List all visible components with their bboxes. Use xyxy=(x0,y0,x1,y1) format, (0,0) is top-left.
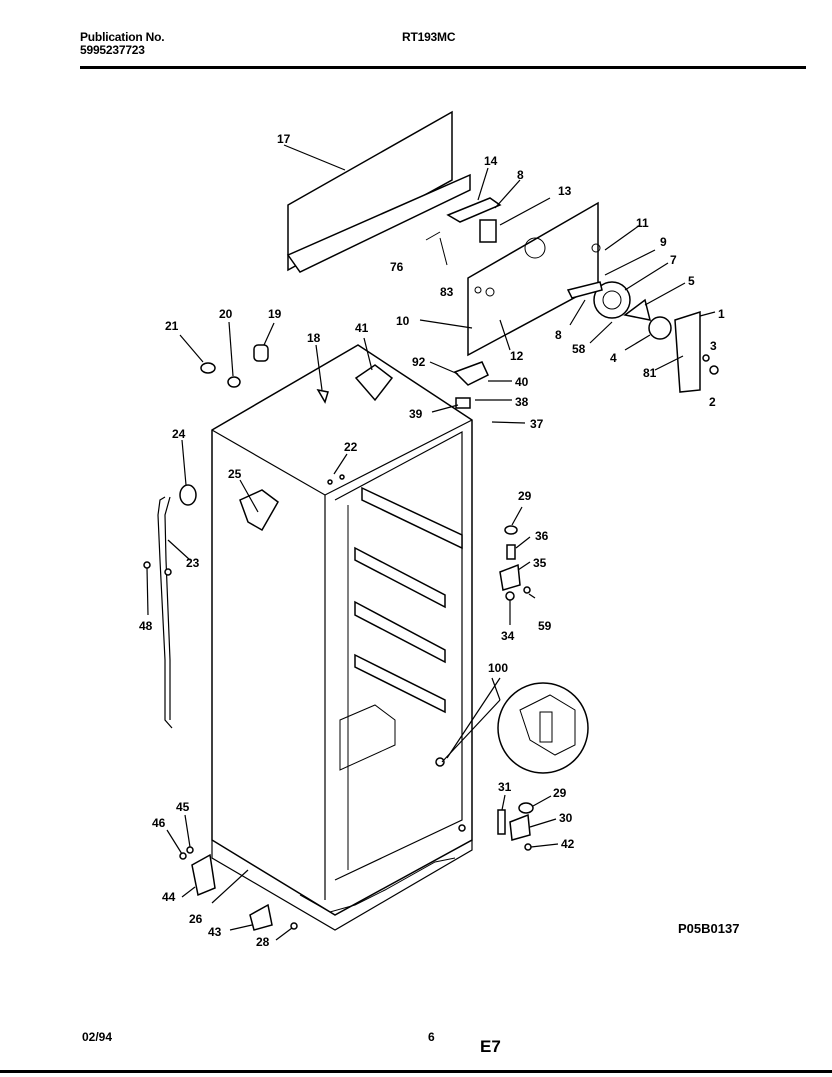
callout-26: 26 xyxy=(189,912,203,926)
callout-42: 42 xyxy=(561,837,575,851)
callout-36: 36 xyxy=(535,529,549,543)
callout-12: 12 xyxy=(510,349,524,363)
section-code: E7 xyxy=(480,1037,501,1056)
callout-46: 46 xyxy=(152,816,166,830)
knob-parts xyxy=(179,321,329,404)
callout-4: 4 xyxy=(610,351,617,365)
callout-1: 1 xyxy=(718,307,725,321)
callout-17: 17 xyxy=(277,132,291,146)
callout-58: 58 xyxy=(572,342,586,356)
publication-label: Publication No. xyxy=(80,30,165,44)
callout-45: 45 xyxy=(176,800,190,814)
leveler-parts xyxy=(166,814,298,941)
detail-bubble xyxy=(441,677,589,774)
callout-8b: 8 xyxy=(555,328,562,342)
callout-81: 81 xyxy=(643,366,657,380)
footer-rule xyxy=(0,1070,832,1073)
callout-30: 30 xyxy=(559,811,573,825)
callout-24: 24 xyxy=(172,427,186,441)
callout-83: 83 xyxy=(440,285,454,299)
callout-9: 9 xyxy=(660,235,667,249)
callout-18: 18 xyxy=(307,331,321,345)
callout-10: 10 xyxy=(396,314,410,328)
wrap-parts xyxy=(239,453,348,532)
model-number: RT193MC xyxy=(402,30,456,44)
callout-7: 7 xyxy=(670,253,677,267)
hinge-top-part xyxy=(354,337,526,424)
callout-labels: 17 14 8 13 76 83 11 9 7 5 10 12 8 58 4 1… xyxy=(139,132,725,949)
callout-100: 100 xyxy=(488,661,508,675)
callout-8: 8 xyxy=(517,168,524,182)
callout-11: 11 xyxy=(636,216,649,230)
callout-35: 35 xyxy=(533,556,547,570)
callout-29: 29 xyxy=(518,489,532,503)
callout-22: 22 xyxy=(344,440,358,454)
callout-13: 13 xyxy=(558,184,572,198)
callout-5: 5 xyxy=(688,274,695,288)
callout-34: 34 xyxy=(501,629,515,643)
callout-3: 3 xyxy=(710,339,717,353)
callout-38: 38 xyxy=(515,395,529,409)
callout-48: 48 xyxy=(139,619,153,633)
publication-date: 02/94 xyxy=(82,1030,113,1044)
hinge-bottom-part xyxy=(497,794,559,851)
damper-part xyxy=(425,167,551,266)
callout-28: 28 xyxy=(256,935,270,949)
callout-23: 23 xyxy=(186,556,200,570)
callout-14: 14 xyxy=(484,154,498,168)
callout-43: 43 xyxy=(208,925,222,939)
callout-31: 31 xyxy=(498,780,512,794)
callout-25: 25 xyxy=(228,467,242,481)
publication-number: 5995237723 xyxy=(80,43,145,57)
callout-92: 92 xyxy=(412,355,426,369)
hinge-center-part xyxy=(499,506,536,625)
top-cover-part xyxy=(283,110,471,273)
callout-20: 20 xyxy=(219,307,233,321)
callout-2: 2 xyxy=(709,395,716,409)
callout-29b: 29 xyxy=(553,786,567,800)
header-rule xyxy=(80,66,806,69)
callout-40: 40 xyxy=(515,375,529,389)
callout-19: 19 xyxy=(268,307,282,321)
evaporator-cover-part xyxy=(419,201,601,357)
diagram-code: P05B0137 xyxy=(678,921,740,936)
callout-21: 21 xyxy=(165,319,179,333)
callout-59: 59 xyxy=(538,619,552,633)
callout-39: 39 xyxy=(409,407,423,421)
callout-76: 76 xyxy=(390,260,404,274)
cabinet-drawing xyxy=(211,344,473,931)
fan-assembly-part xyxy=(499,224,719,393)
page-number: 6 xyxy=(428,1030,435,1044)
callout-44: 44 xyxy=(162,890,176,904)
callout-37: 37 xyxy=(530,417,544,431)
drain-parts xyxy=(143,439,197,729)
callout-41: 41 xyxy=(355,321,369,335)
